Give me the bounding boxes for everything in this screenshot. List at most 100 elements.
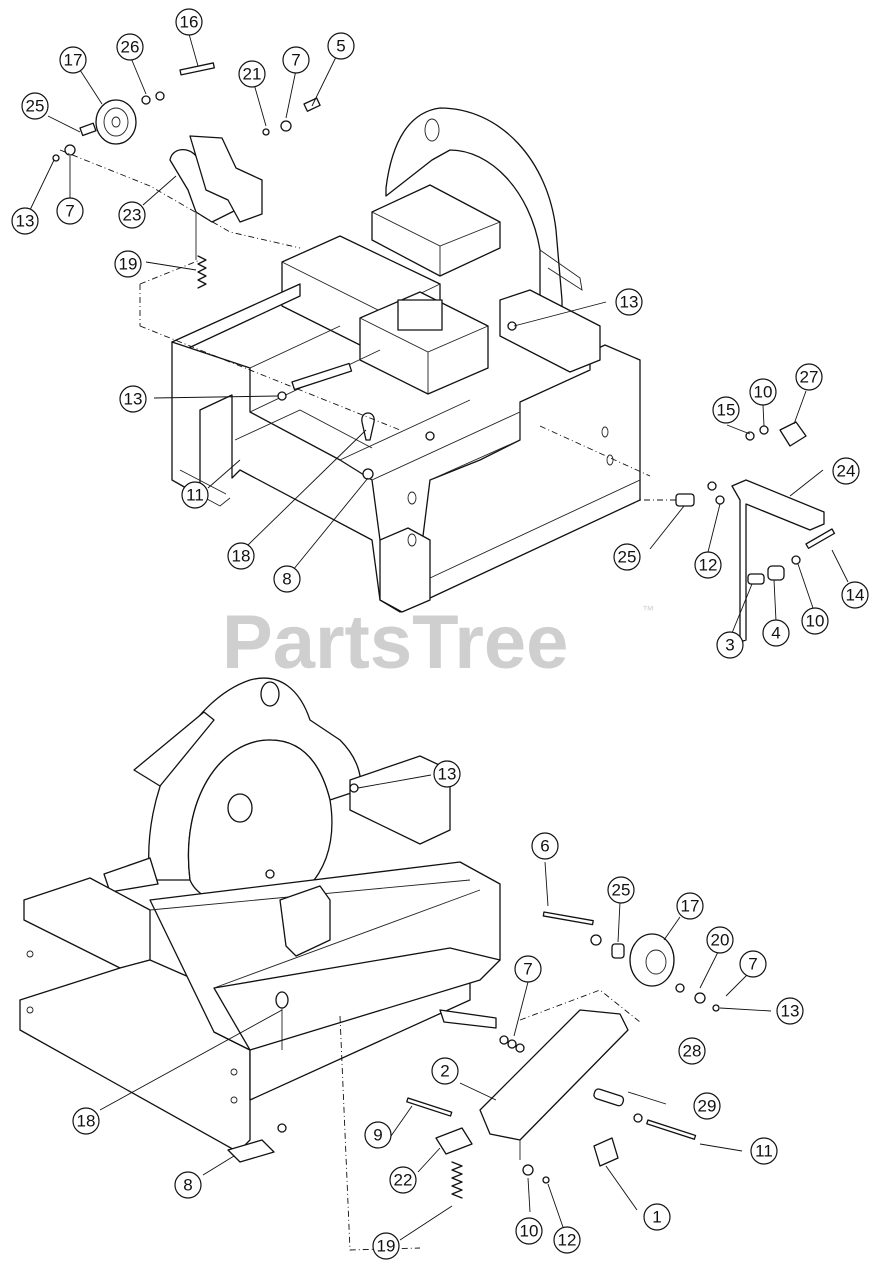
callout[interactable]: 26 [116,33,144,61]
callout-label: 8 [183,1176,192,1195]
callout-label: 18 [77,1112,96,1131]
callout[interactable]: 27 [795,363,823,391]
callout[interactable]: 12 [694,551,722,579]
callout-label: 11 [186,486,204,505]
callout[interactable]: 23 [118,201,146,229]
callout-label: 25 [612,881,631,900]
callout[interactable]: 25 [21,92,49,120]
callout[interactable]: 19 [372,1232,400,1260]
callout[interactable]: 24 [832,457,860,485]
callout[interactable]: 8 [273,565,301,593]
callout-label: 6 [540,837,549,856]
callout-label: 18 [232,547,251,566]
callout[interactable]: 4 [762,619,790,647]
callout-label: 24 [837,462,856,481]
callout[interactable]: 7 [739,950,767,978]
callout-label: 2 [440,1062,449,1081]
callout[interactable]: 11 [750,1137,778,1165]
callout-label: 12 [558,1231,577,1250]
callout-label: 13 [438,765,457,784]
callout[interactable]: 3 [716,631,744,659]
callout-label: 15 [717,401,736,420]
callout[interactable]: 10 [749,378,777,406]
callout-label: 25 [26,97,45,116]
callout[interactable]: 13 [119,385,147,413]
callout-label: 7 [523,960,532,979]
callout[interactable]: 16 [175,8,203,36]
callout[interactable]: 10 [515,1217,543,1245]
callout[interactable]: 13 [776,997,804,1025]
callout-label: 5 [336,37,345,56]
callout-label: 22 [394,1171,413,1190]
callout-label: 14 [846,586,865,605]
callout[interactable]: 12 [553,1226,581,1254]
callout[interactable]: 13 [11,207,39,235]
callout[interactable]: 17 [59,46,87,74]
callout[interactable]: 7 [56,197,84,225]
callout-label: 12 [699,556,718,575]
callout[interactable]: 13 [615,288,643,316]
callout[interactable]: 21 [238,60,266,88]
callout-label: 19 [377,1237,396,1256]
callout-label: 13 [124,390,143,409]
callout[interactable]: 1 [643,1203,671,1231]
callout[interactable]: 8 [174,1171,202,1199]
callout-label: 4 [771,624,780,643]
callout[interactable]: 20 [706,926,734,954]
callout[interactable]: 9 [364,1121,392,1149]
callout-label: 7 [291,51,300,70]
callout[interactable]: 5 [327,32,355,60]
callout-label: 10 [520,1222,539,1241]
callout[interactable]: 11 [181,481,209,509]
callout[interactable]: 18 [72,1107,100,1135]
callout[interactable]: 7 [282,46,310,74]
callout-label: 25 [618,548,637,567]
callout-label: 21 [243,65,262,84]
callout[interactable]: 17 [676,892,704,920]
callout-label: 19 [119,255,138,274]
callout-label: 13 [16,212,35,231]
callout[interactable]: 15 [712,396,740,424]
callout-label: 7 [65,202,74,221]
callout[interactable]: 2 [431,1057,459,1085]
callout-label: 10 [806,612,825,631]
callout-label: 3 [725,636,734,655]
callout-label: 16 [180,13,199,32]
callout[interactable]: 18 [227,542,255,570]
watermark-text: PartsTree [222,600,568,685]
callout[interactable]: 25 [607,876,635,904]
callout[interactable]: 7 [514,955,542,983]
callout[interactable]: 14 [841,581,869,609]
callout-label: 9 [373,1126,382,1145]
callout[interactable]: 25 [613,543,641,571]
callout-label: 20 [711,931,730,950]
callout-label: 13 [620,293,639,312]
callout-label: 13 [781,1002,800,1021]
callout-label: 23 [123,206,142,225]
callouts-bottom: 13 6 25 17 20 7 13 7 28 2 29 9 11 22 1 1… [72,760,804,1260]
callout-label: 17 [681,897,700,916]
leader-lines [29,33,849,1241]
callout[interactable]: 10 [801,607,829,635]
callout-label: 7 [748,955,757,974]
callout-label: 27 [800,368,819,387]
top-assembly [52,62,836,643]
callout-label: 29 [698,1097,717,1116]
watermark-trademark: ™ [642,603,654,617]
callout[interactable]: 22 [389,1166,417,1194]
callout-label: 10 [754,383,773,402]
callout[interactable]: 28 [678,1037,706,1065]
callout-label: 1 [652,1208,661,1227]
callout[interactable]: 6 [531,832,559,860]
callout-label: 17 [64,51,83,70]
callout[interactable]: 19 [114,250,142,278]
callout[interactable]: 13 [433,760,461,788]
callout-label: 28 [683,1042,702,1061]
callout-label: 11 [755,1142,773,1161]
callouts-top: 16 17 26 25 21 7 5 13 7 23 19 13 13 11 1… [11,8,869,659]
callout-label: 26 [121,38,140,57]
callout[interactable]: 29 [693,1092,721,1120]
bottom-assembly [19,677,720,1251]
callout-label: 8 [282,570,291,589]
